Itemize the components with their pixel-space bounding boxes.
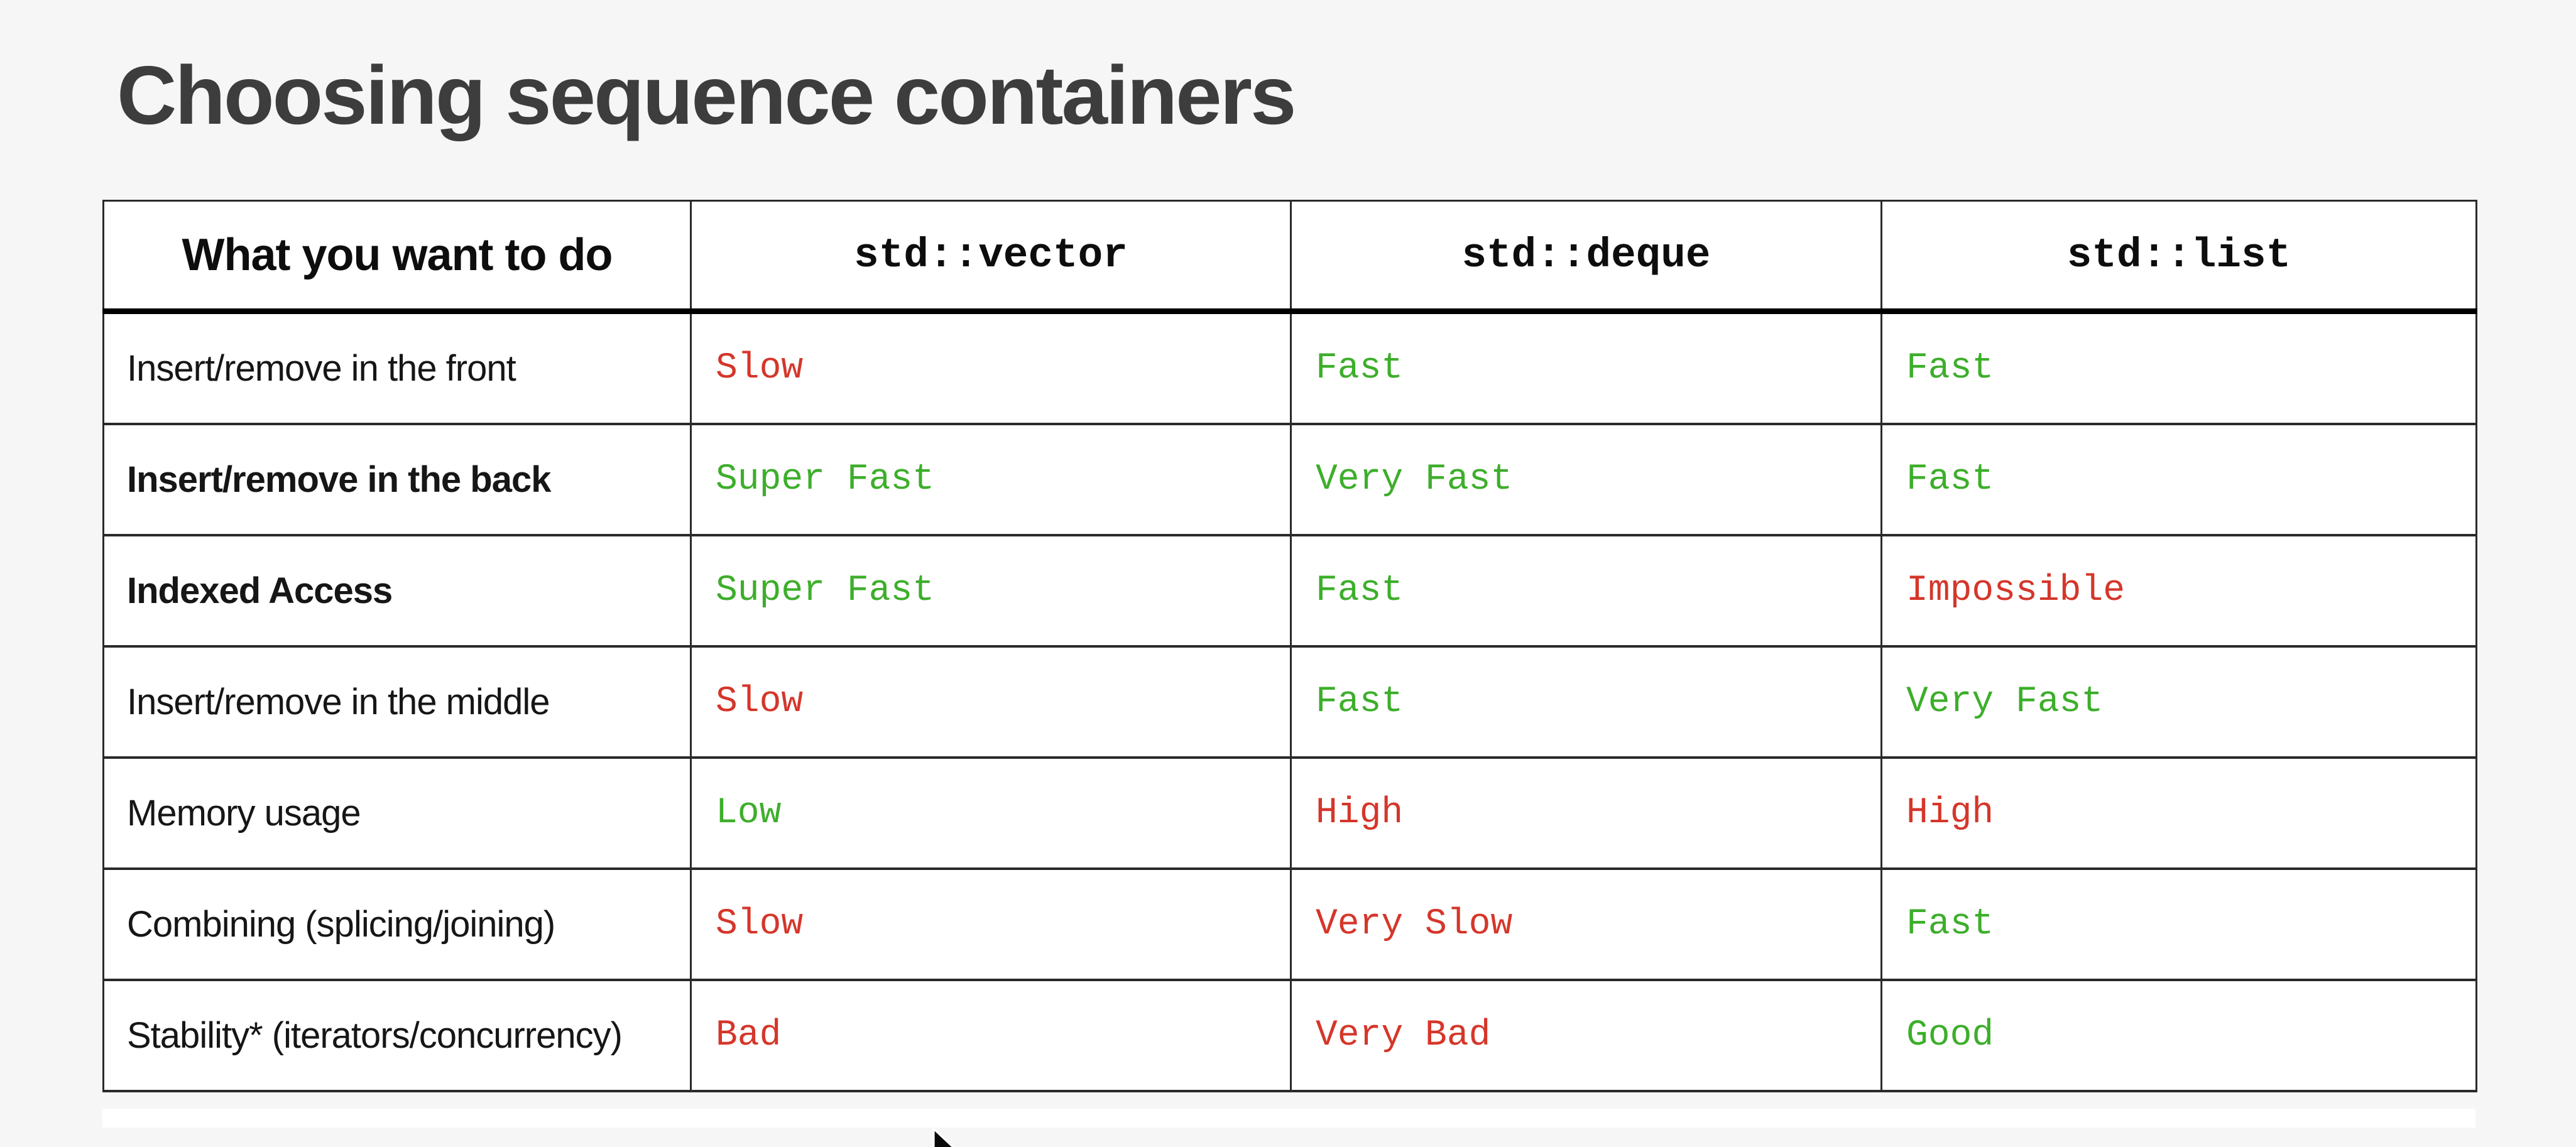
cell-list: Fast — [1880, 423, 2477, 536]
table-row: Stability* (iterators/concurrency) Bad V… — [102, 979, 2477, 1092]
table-row: Memory usage Low High High — [102, 756, 2477, 870]
cell-deque: High — [1290, 756, 1882, 870]
table-row: Indexed Access Super Fast Fast Impossibl… — [102, 534, 2477, 648]
cell-deque: Fast — [1290, 645, 1882, 759]
row-label: Indexed Access — [102, 534, 692, 648]
cell-vector: Slow — [690, 867, 1292, 981]
col-header-list: std::list — [1880, 200, 2477, 314]
col-header-task: What you want to do — [102, 200, 692, 314]
cell-deque: Very Slow — [1290, 867, 1882, 981]
cell-vector: Slow — [690, 310, 1292, 425]
slide-bottom-strip — [102, 1109, 2475, 1128]
table-header-row: What you want to do std::vector std::deq… — [102, 200, 2477, 314]
cell-list: Impossible — [1880, 534, 2477, 648]
container-comparison-table: What you want to do std::vector std::deq… — [102, 200, 2477, 1092]
row-label: Stability* (iterators/concurrency) — [102, 979, 692, 1092]
cell-vector: Super Fast — [690, 534, 1292, 648]
table-row: Insert/remove in the front Slow Fast Fas… — [102, 310, 2477, 425]
table-row: Insert/remove in the middle Slow Fast Ve… — [102, 645, 2477, 759]
row-label: Insert/remove in the middle — [102, 645, 692, 759]
page-title: Choosing sequence containers — [117, 49, 1296, 141]
cell-list: Good — [1880, 979, 2477, 1092]
cell-deque: Very Bad — [1290, 979, 1882, 1092]
cell-vector: Super Fast — [690, 423, 1292, 536]
cell-list: Fast — [1880, 867, 2477, 981]
cell-deque: Fast — [1290, 310, 1882, 425]
row-label: Memory usage — [102, 756, 692, 870]
cell-list: Fast — [1880, 310, 2477, 425]
row-label: Insert/remove in the front — [102, 310, 692, 425]
row-label: Insert/remove in the back — [102, 423, 692, 536]
cell-list: Very Fast — [1880, 645, 2477, 759]
cell-vector: Low — [690, 756, 1292, 870]
table-row: Insert/remove in the back Super Fast Ver… — [102, 423, 2477, 536]
cell-vector: Slow — [690, 645, 1292, 759]
cell-deque: Fast — [1290, 534, 1882, 648]
col-header-vector: std::vector — [690, 200, 1292, 314]
col-header-deque: std::deque — [1290, 200, 1882, 314]
cell-deque: Very Fast — [1290, 423, 1882, 536]
mouse-cursor-icon — [932, 1128, 955, 1147]
cell-vector: Bad — [690, 979, 1292, 1092]
table-row: Combining (splicing/joining) Slow Very S… — [102, 867, 2477, 981]
cell-list: High — [1880, 756, 2477, 870]
row-label: Combining (splicing/joining) — [102, 867, 692, 981]
